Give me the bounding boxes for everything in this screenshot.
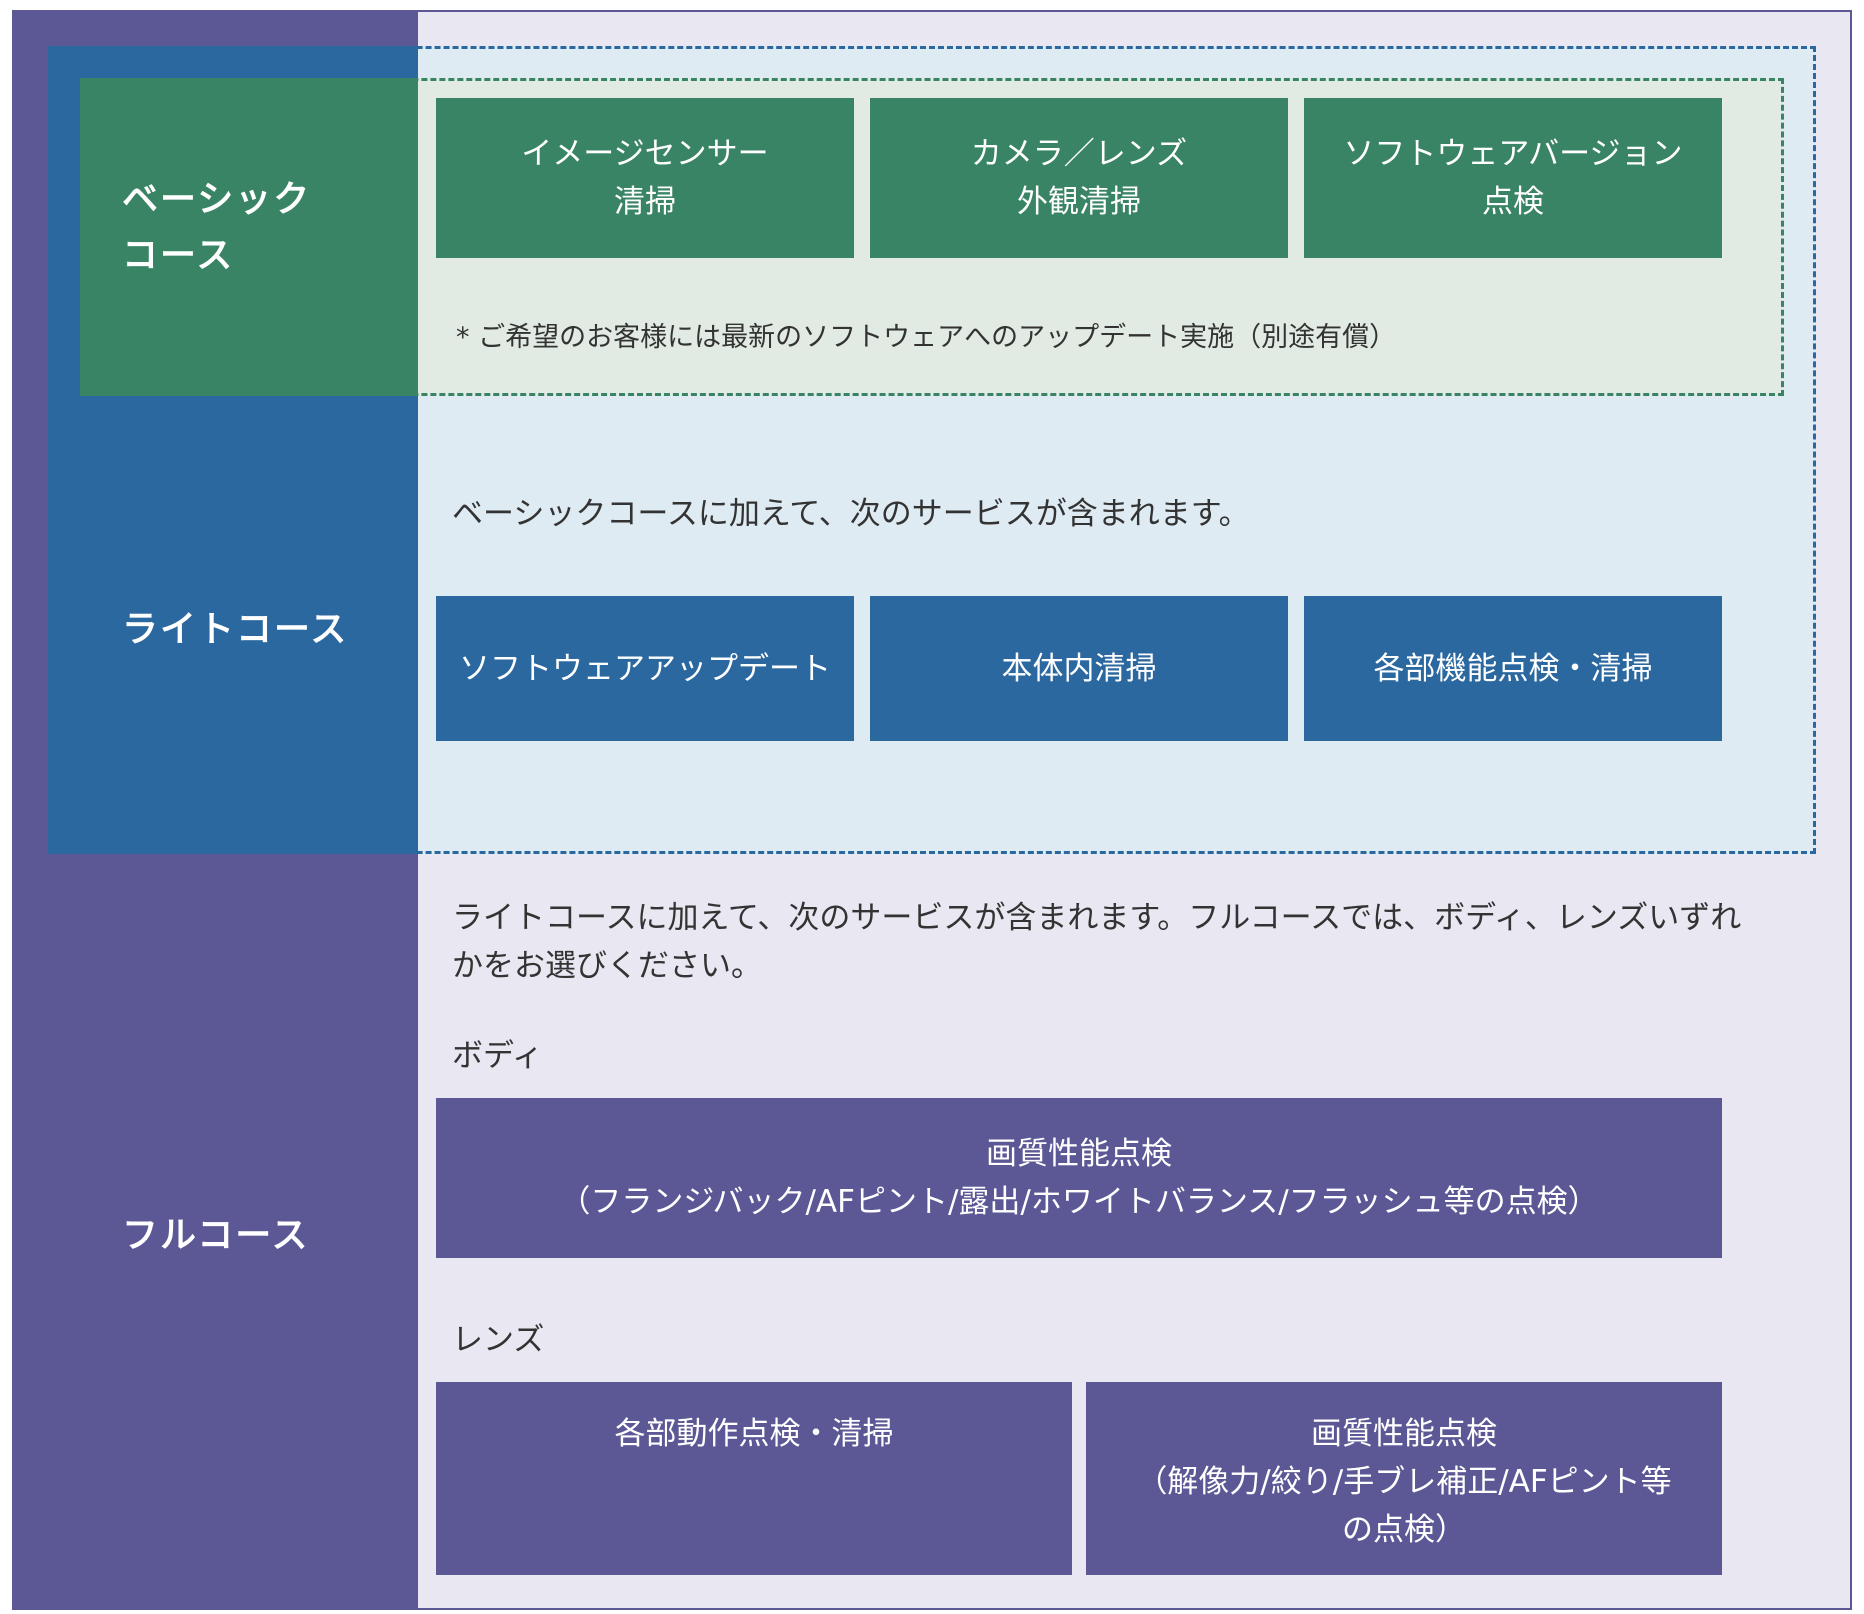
service-box-line: （解像力/絞り/手ブレ補正/AFピント等 <box>1136 1464 1672 1500</box>
service-box-software-version: ソフトウェアバージョン 点検 <box>1304 98 1722 258</box>
basic-course-column <box>80 78 418 396</box>
full-course-intro: ライトコースに加えて、次のサービスが含まれます。フルコースでは、ボディ、レンズい… <box>452 894 1782 990</box>
service-box-lens-image-quality: 画質性能点検 （解像力/絞り/手ブレ補正/AFピント等 の点検） <box>1086 1382 1722 1575</box>
light-course-dashed-border <box>48 46 1816 854</box>
basic-course-label-line: ベーシック <box>122 179 312 220</box>
basic-course-note: * ご希望のお客様には最新のソフトウェアへのアップデート実施（別途有償） <box>456 322 1397 353</box>
service-box-line: ソフトウェアアップデート <box>459 650 831 687</box>
service-box-line: の点検） <box>1342 1512 1466 1548</box>
service-box-line: カメラ／レンズ <box>970 136 1188 172</box>
service-box-line: 点検 <box>1482 184 1544 220</box>
basic-course-dashed-border <box>80 78 1784 396</box>
service-box-internal-clean: 本体内清掃 <box>870 596 1288 741</box>
service-box-line: （フランジバック/AFピント/露出/ホワイトバランス/フラッシュ等の点検） <box>559 1184 1599 1220</box>
service-box-line: イメージセンサー <box>521 136 769 172</box>
service-box-line: 各部機能点検・清掃 <box>1373 650 1653 687</box>
service-box-line: 清掃 <box>614 184 676 220</box>
service-box-line: 画質性能点検 <box>1311 1416 1497 1452</box>
service-box-line: ソフトウェアバージョン <box>1343 136 1683 172</box>
light-course-intro: ベーシックコースに加えて、次のサービスが含まれます。 <box>452 496 1250 532</box>
service-box-line: 画質性能点検 <box>986 1136 1172 1172</box>
service-box-image-sensor: イメージセンサー 清掃 <box>436 98 854 258</box>
full-course-label: フルコース <box>122 1215 310 1256</box>
service-box-body-image-quality: 画質性能点検 （フランジバック/AFピント/露出/ホワイトバランス/フラッシュ等… <box>436 1098 1722 1258</box>
basic-course-label: ベーシック コース <box>122 172 311 284</box>
full-course-intro-line: ライトコースに加えて、次のサービスが含まれます。フルコースでは、ボディ、レンズい… <box>452 900 1742 936</box>
service-box-line: 本体内清掃 <box>1001 650 1157 687</box>
basic-course-label-line: コース <box>122 235 235 276</box>
lens-heading: レンズ <box>452 1322 545 1358</box>
light-course-label: ライトコース <box>122 609 349 650</box>
service-box-function-check: 各部機能点検・清掃 <box>1304 596 1722 741</box>
service-box-line: 外観清掃 <box>1017 184 1141 220</box>
service-box-software-update: ソフトウェアアップデート <box>436 596 854 741</box>
service-box-lens-operation: 各部動作点検・清掃 <box>436 1382 1072 1575</box>
full-course-intro-line: かをお選びください。 <box>452 948 762 984</box>
service-box-line: 各部動作点検・清掃 <box>614 1416 894 1452</box>
service-box-exterior-clean: カメラ／レンズ 外観清掃 <box>870 98 1288 258</box>
body-heading: ボディ <box>452 1038 543 1074</box>
